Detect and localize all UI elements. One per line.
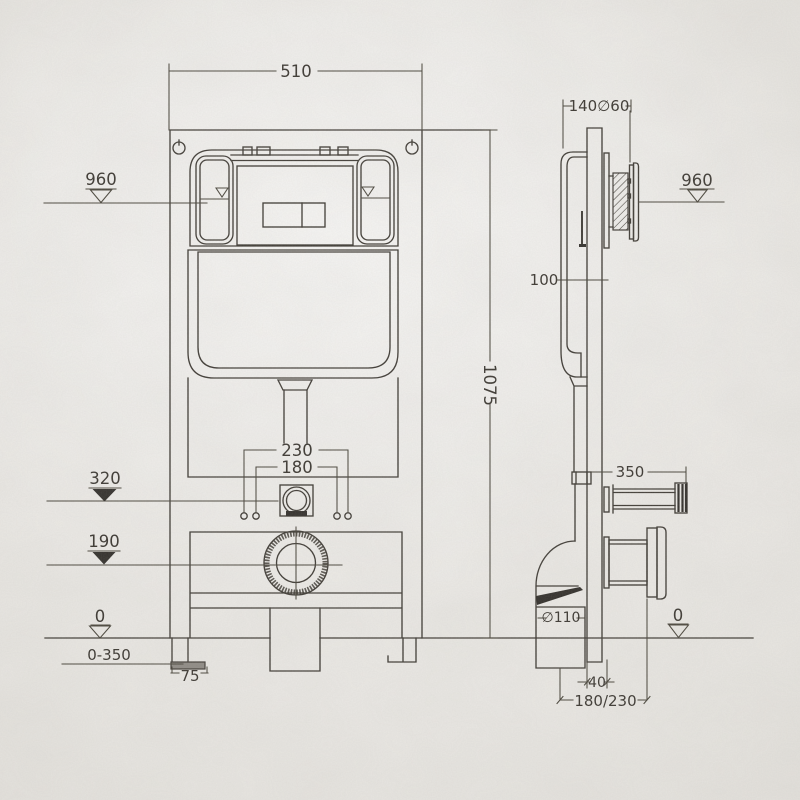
paper-background: 510 1075 230 180 960 320 190 0 0-350 75: [0, 0, 800, 800]
technical-drawing: 510 1075 230 180 960 320 190 0 0-350 75: [0, 0, 800, 800]
paper-grain: [0, 0, 800, 800]
